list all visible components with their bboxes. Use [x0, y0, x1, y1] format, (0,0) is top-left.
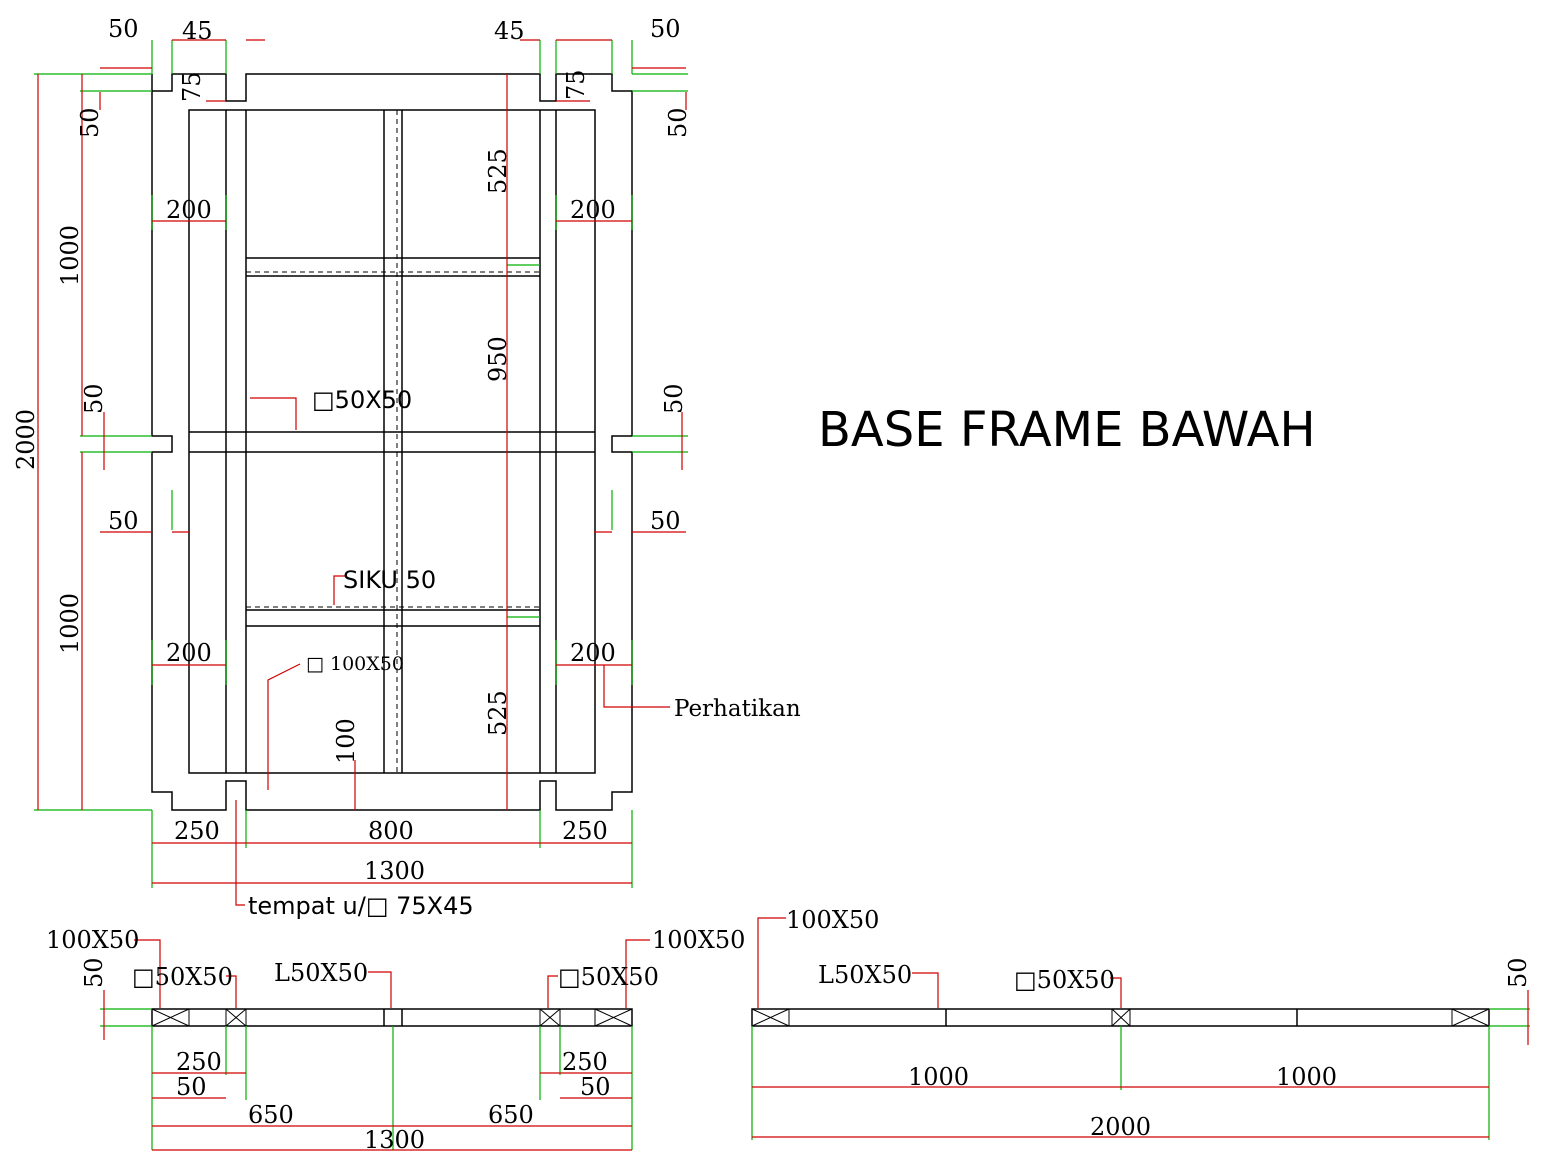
front-dim-650-left: 650 [248, 1101, 294, 1129]
dim-right-mid-50: 50 [660, 383, 688, 414]
dim-bottom-1300: 1300 [364, 857, 425, 885]
dim-inner-525-top: 525 [484, 148, 512, 194]
front-view: 100X50 100X50 50 □50X50 □50X50 L50X50 25… [46, 926, 745, 1154]
front-left-tube [151, 1008, 190, 1027]
front-dim-250-left: 250 [176, 1048, 222, 1076]
side-extension-lines [751, 1008, 1530, 1140]
front-label-right-tube: 100X50 [652, 926, 745, 954]
dim-left-50-top: 50 [76, 107, 104, 138]
side-label-angle: L50X50 [818, 961, 912, 989]
plan-outer-outline [151, 73, 633, 811]
dim-width-200-ur: 200 [570, 196, 616, 224]
callout-tube-100x50: □ 100X50 [306, 653, 404, 675]
dim-right-50-top: 50 [664, 107, 692, 138]
side-label-tube: 100X50 [786, 906, 879, 934]
front-dim-50-left: 50 [176, 1073, 207, 1101]
front-extension-lines [100, 1008, 633, 1150]
side-dim-1000-right: 1000 [1276, 1063, 1337, 1091]
front-label-angle: L50X50 [274, 959, 368, 987]
dim-top-left-75: 75 [178, 71, 206, 102]
dim-top-right-75: 75 [562, 69, 590, 100]
plan-inner-frame [188, 109, 596, 774]
front-dim-250-right: 250 [562, 1048, 608, 1076]
front-dim-50-right: 50 [580, 1073, 611, 1101]
front-right-sq [539, 1008, 561, 1027]
front-label-right-sq: □50X50 [558, 963, 659, 991]
dim-inner-525-bottom: 525 [484, 690, 512, 736]
dim-left-50-h: 50 [108, 507, 139, 535]
dim-depth-100: 100 [332, 718, 360, 764]
dim-total-2000: 2000 [12, 409, 40, 470]
dim-top-right-45: 45 [494, 17, 525, 45]
front-right-tube [594, 1008, 633, 1027]
callout-tube-50x50: □50X50 [312, 386, 412, 414]
front-left-sq [225, 1008, 247, 1027]
side-dim-2000: 2000 [1090, 1113, 1151, 1141]
side-dim-height-50: 50 [1504, 957, 1532, 988]
side-dimension-lines [752, 917, 1529, 1138]
dim-top-left-50: 50 [108, 15, 139, 43]
dim-width-200-ll: 200 [166, 639, 212, 667]
dim-bottom-250-left: 250 [174, 817, 220, 845]
dim-width-200-ul: 200 [166, 196, 212, 224]
side-dim-1000-left: 1000 [908, 1063, 969, 1091]
callout-slot-75x45: tempat u/□ 75X45 [248, 892, 474, 920]
side-view: 100X50 L50X50 □50X50 50 1000 1000 2000 [751, 906, 1532, 1141]
side-right-tube [1451, 1008, 1490, 1027]
drawing-title: BASE FRAME BAWAH [818, 402, 1316, 458]
front-dim-650-right: 650 [488, 1101, 534, 1129]
front-dim-height-50: 50 [80, 957, 108, 988]
dim-width-200-lr: 200 [570, 639, 616, 667]
side-left-tube [751, 1008, 790, 1027]
callout-angle-siku50: SIKU 50 [343, 566, 436, 594]
dim-left-mid-50: 50 [80, 383, 108, 414]
front-dimension-lines [103, 939, 650, 1151]
dim-top-left-45: 45 [182, 17, 213, 45]
dim-right-50-h: 50 [650, 507, 681, 535]
dim-upper-1000: 1000 [56, 225, 84, 286]
dim-bottom-250-right: 250 [562, 817, 608, 845]
front-label-left-sq: □50X50 [132, 963, 233, 991]
side-label-sq: □50X50 [1014, 966, 1115, 994]
front-label-left-tube: 100X50 [46, 926, 139, 954]
plan-extension-lines [34, 40, 688, 888]
callout-perhatikan: Perhatikan [674, 696, 801, 722]
plan-view: 50 45 45 50 75 75 50 50 2000 1000 1000 5… [12, 15, 801, 920]
dim-inner-950: 950 [484, 336, 512, 382]
dim-top-right-50: 50 [650, 15, 681, 43]
dim-bottom-800: 800 [368, 817, 414, 845]
front-dim-1300: 1300 [364, 1126, 425, 1154]
plan-dimension-lines [37, 39, 687, 906]
dim-lower-1000: 1000 [56, 593, 84, 654]
